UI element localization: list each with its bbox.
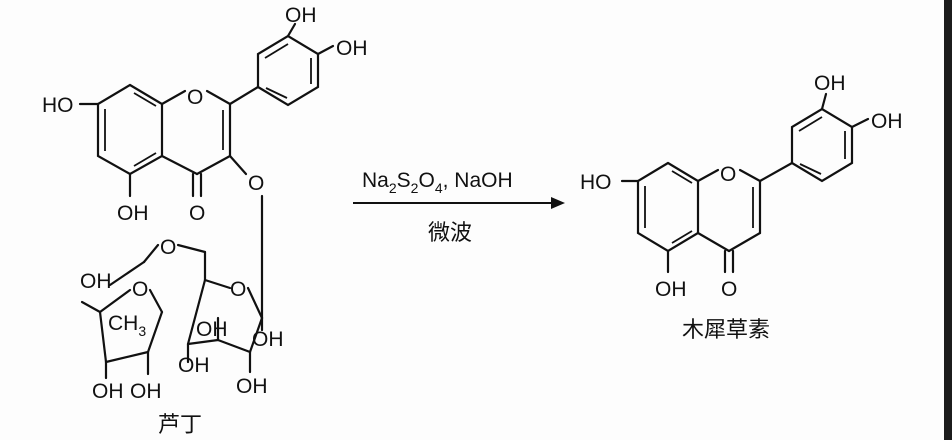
luteolin-name: 木犀草素 bbox=[682, 318, 770, 343]
rutin-label-glc-oh-d: OH bbox=[252, 328, 284, 351]
luteolin-label-oh-bottom: OH bbox=[655, 278, 687, 301]
condition-label: 微波 bbox=[428, 221, 472, 246]
rutin-label-rham-oh-b: OH bbox=[130, 380, 162, 403]
rutin-label-carbonyl-o: O bbox=[189, 202, 205, 225]
rutin-label-oh-top: OH bbox=[285, 4, 317, 27]
rutin-label-glc-oh-c: OH bbox=[236, 375, 268, 398]
rutin-ring-b bbox=[228, 22, 335, 107]
luteolin-structure: OH OH HO O OH O 木犀草素 bbox=[580, 72, 903, 343]
luteolin-label-ring-o: O bbox=[720, 163, 736, 186]
rutin-label-glc-o: O bbox=[230, 278, 246, 301]
rutin-label-oh-bottom: OH bbox=[117, 202, 149, 225]
rutin-label-ch3: CH3 bbox=[108, 312, 146, 339]
rutin-label-rham-oh-a: OH bbox=[92, 380, 124, 403]
rutin-label-glyco-o: O bbox=[160, 236, 176, 259]
rutin-label-oh-right: OH bbox=[336, 37, 368, 60]
luteolin-ring-c bbox=[696, 168, 762, 274]
reagent-label: Na2S2O4, NaOH bbox=[362, 169, 513, 196]
rutin-name: 芦丁 bbox=[158, 413, 202, 438]
luteolin-ring-b bbox=[758, 92, 870, 183]
rutin-label-ring-o: O bbox=[187, 86, 203, 109]
reaction-arrow: Na2S2O4, NaOH 微波 bbox=[353, 169, 565, 246]
rutin-label-glc-oh-a: OH bbox=[196, 318, 228, 341]
rutin-structure: OH OH HO O O OH O O OH O CH3 OH OH O OH … bbox=[42, 4, 368, 438]
rutin-ring-a bbox=[96, 83, 164, 176]
rutin-label-rham-o: O bbox=[132, 278, 148, 301]
rutin-label-ether-o: O bbox=[248, 172, 264, 195]
rutin-sugar-chain bbox=[80, 194, 264, 380]
rutin-ring-c bbox=[160, 89, 232, 198]
window-edge-bar bbox=[944, 0, 952, 440]
rutin-label-glc-oh-b: OH bbox=[178, 354, 210, 377]
luteolin-label-ho-left: HO bbox=[580, 171, 612, 194]
rutin-label-rham-oh: OH bbox=[80, 270, 112, 293]
rutin-label-ho-left: HO bbox=[42, 94, 74, 117]
luteolin-ring-a bbox=[636, 161, 700, 253]
arrow-head-icon bbox=[551, 197, 565, 209]
luteolin-label-oh-top: OH bbox=[814, 72, 846, 95]
luteolin-label-carbonyl-o: O bbox=[721, 278, 737, 301]
luteolin-label-oh-right: OH bbox=[871, 110, 903, 133]
